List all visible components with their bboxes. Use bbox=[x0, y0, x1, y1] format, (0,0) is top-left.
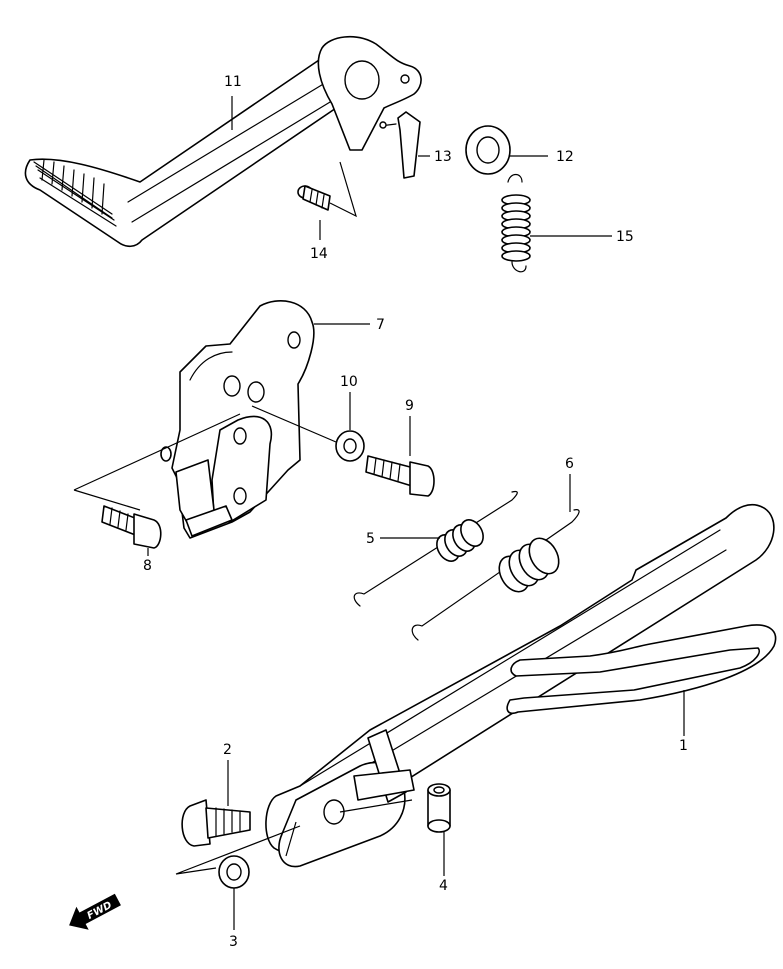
stand-pivot-bolt[interactable] bbox=[181, 799, 251, 847]
callout-6: 6 bbox=[565, 456, 574, 472]
callout-2: 2 bbox=[223, 742, 232, 758]
washer-10[interactable] bbox=[335, 430, 365, 462]
callout-12: 12 bbox=[556, 149, 574, 165]
brake-pedal[interactable] bbox=[24, 35, 422, 248]
clip-pin[interactable] bbox=[379, 111, 421, 179]
bracket-bolt-9[interactable] bbox=[365, 455, 435, 497]
callout-7: 7 bbox=[376, 317, 385, 333]
bracket-bolt-8[interactable] bbox=[101, 505, 162, 549]
callout-8: 8 bbox=[143, 558, 152, 574]
forward-arrow-icon: FWD bbox=[69, 893, 121, 930]
leader-lines bbox=[147, 96, 685, 930]
callout-5: 5 bbox=[366, 531, 375, 547]
callout-14: 14 bbox=[310, 246, 328, 262]
return-spring[interactable] bbox=[501, 173, 531, 273]
stand-bracket[interactable] bbox=[160, 300, 315, 539]
washer-12[interactable] bbox=[465, 125, 511, 175]
callout-13: 13 bbox=[434, 149, 452, 165]
pedal-tread-icon bbox=[33, 159, 117, 227]
callout-1: 1 bbox=[679, 738, 688, 754]
spring-6[interactable] bbox=[411, 509, 580, 641]
pedal-bolt[interactable] bbox=[297, 185, 331, 211]
callout-11: 11 bbox=[224, 74, 242, 90]
side-stand[interactable] bbox=[265, 503, 777, 868]
spring-5[interactable] bbox=[353, 490, 518, 607]
callout-10: 10 bbox=[340, 374, 358, 390]
callout-3: 3 bbox=[229, 934, 238, 950]
callout-15: 15 bbox=[616, 229, 634, 245]
spacer-collar[interactable] bbox=[427, 783, 451, 833]
callout-9: 9 bbox=[405, 398, 414, 414]
callout-4: 4 bbox=[439, 878, 448, 894]
washer-3[interactable] bbox=[218, 855, 250, 889]
callout-labels: 11 12 13 14 15 7 10 9 8 5 6 1 2 3 4 bbox=[143, 74, 688, 950]
